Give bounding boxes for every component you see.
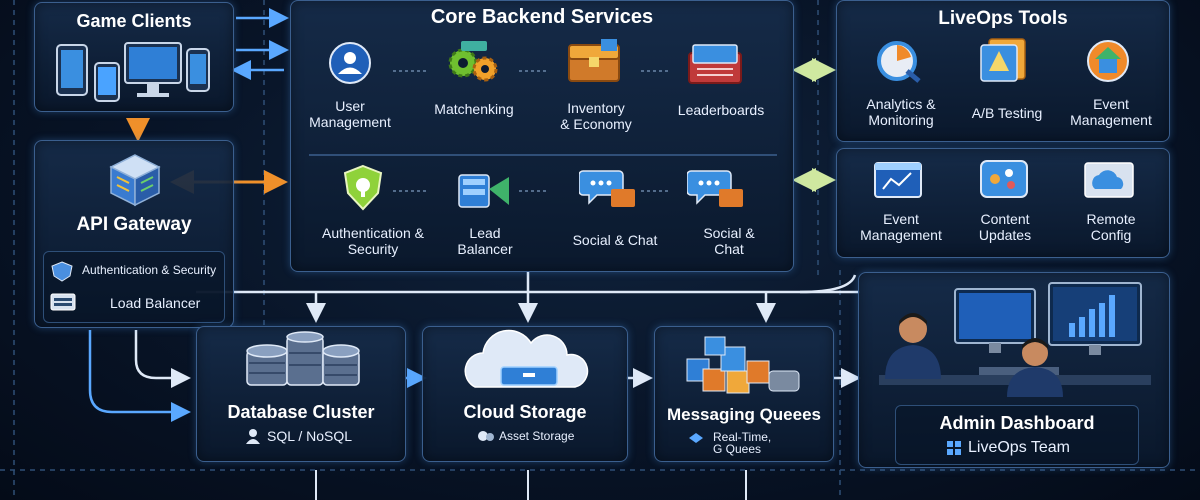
liveops-item-event-management: Event Management — [1070, 96, 1152, 128]
admin-dashboard-caption: Admin Dashboard LiveOps Team — [895, 405, 1139, 465]
cloud-storage-panel: Cloud Storage Asset Storage — [422, 326, 628, 462]
database-cluster-sub: SQL / NoSQL — [267, 428, 353, 444]
cloud-icon — [464, 329, 589, 388]
liveops-item-ab-testing: A/B Testing — [971, 105, 1043, 121]
messaging-queues-panel: Messaging Queees Real-Time, G Quees — [654, 326, 834, 462]
remote-config-cloud-icon — [1084, 162, 1134, 198]
gateway-db-arrow-2 — [88, 330, 191, 422]
core-item-social-chat-2: Social & Chat — [703, 225, 755, 257]
database-cluster-title: Database Cluster — [227, 402, 375, 422]
gateway-db-arrow — [134, 330, 191, 388]
user-icon — [246, 429, 260, 444]
liveops-item-content-updates: Content Updates — [978, 211, 1032, 243]
database-cylinders-icon — [246, 331, 360, 386]
asset-gear-icon — [478, 431, 494, 441]
database-cluster-panel: Database Cluster SQL / NoSQL — [196, 326, 406, 462]
core-item-authentication: Authentication & Security — [322, 225, 424, 257]
game-clients-title: Game Clients — [76, 11, 192, 31]
cloud-storage-sub: Asset Storage — [499, 429, 575, 443]
liveops-item-remote-config: Remote Config — [1086, 211, 1136, 243]
team-grid-icon — [947, 441, 961, 455]
bottom-uplinks — [315, 470, 747, 500]
ab-testing-icon — [980, 38, 1026, 82]
event-house-icon — [1087, 40, 1129, 82]
messaging-queues-sub: Real-Time, G Quees — [713, 430, 772, 456]
core-backend-title: Core Backend Services — [430, 6, 654, 28]
cloud-storage-title: Cloud Storage — [463, 402, 587, 422]
core-backend-panel: Core Backend Services Use — [290, 0, 794, 272]
inventory-chest-icon — [568, 39, 620, 82]
gateway-auth-label: Authentication & Security — [82, 263, 217, 277]
security-shield-icon — [343, 164, 383, 211]
api-gateway-panel: API Gateway Authentication & Security Lo… — [34, 140, 234, 328]
gears-icon — [448, 41, 498, 82]
core-item-social-chat: Social & Chat — [572, 232, 658, 248]
admin-operators-illustration — [879, 282, 1151, 397]
gateway-cube-icon — [109, 154, 161, 207]
core-item-user-management: User Management — [309, 98, 391, 130]
liveops-item-event-management-2: Event Management — [860, 211, 942, 243]
chat-bubble-icon-2 — [687, 170, 743, 207]
user-management-icon — [329, 42, 371, 84]
shield-icon — [51, 261, 73, 282]
game-clients-panel: Game Clients — [34, 2, 234, 112]
chat-bubble-icon — [579, 170, 635, 207]
storage-bus — [196, 272, 860, 323]
server-icon — [50, 293, 76, 311]
liveops-tools-panel-2: Event Management Content Updates Remote … — [836, 148, 1170, 258]
load-balancer-icon — [458, 174, 509, 208]
liveops-tools-title: LiveOps Tools — [938, 8, 1068, 29]
core-item-lead-balancer: Lead Balancer — [457, 225, 513, 257]
gateway-lb-label: Load Balancer — [110, 295, 201, 311]
leaderboard-icon — [688, 44, 742, 84]
core-item-leaderboards: Leaderboards — [677, 102, 765, 118]
liveops-tools-panel: LiveOps Tools Analytics & Monitoring A/B… — [836, 0, 1170, 142]
api-gateway-title: API Gateway — [76, 214, 192, 235]
message-blocks-icon — [686, 336, 800, 394]
liveops-item-analytics: Analytics & Monitoring — [866, 96, 936, 128]
admin-dashboard-title: Admin Dashboard — [939, 413, 1095, 433]
core-row-arrows — [309, 70, 777, 192]
core-item-inventory: Inventory & Economy — [560, 100, 632, 132]
event-window-icon — [874, 162, 922, 198]
admin-dashboard-sub: LiveOps Team — [968, 439, 1070, 456]
gateway-subitems: Authentication & Security Load Balancer — [43, 251, 225, 323]
admin-dashboard-panel: Admin Dashboard LiveOps Team — [858, 272, 1170, 468]
content-updates-icon — [980, 160, 1028, 198]
analytics-gauge-icon — [877, 41, 921, 83]
realtime-icon — [689, 433, 703, 443]
client-core-connectors — [231, 8, 289, 80]
devices-icon — [56, 42, 210, 102]
messaging-queues-title: Messaging Queees — [666, 405, 821, 424]
core-item-matchmaking: Matchenking — [434, 101, 514, 117]
